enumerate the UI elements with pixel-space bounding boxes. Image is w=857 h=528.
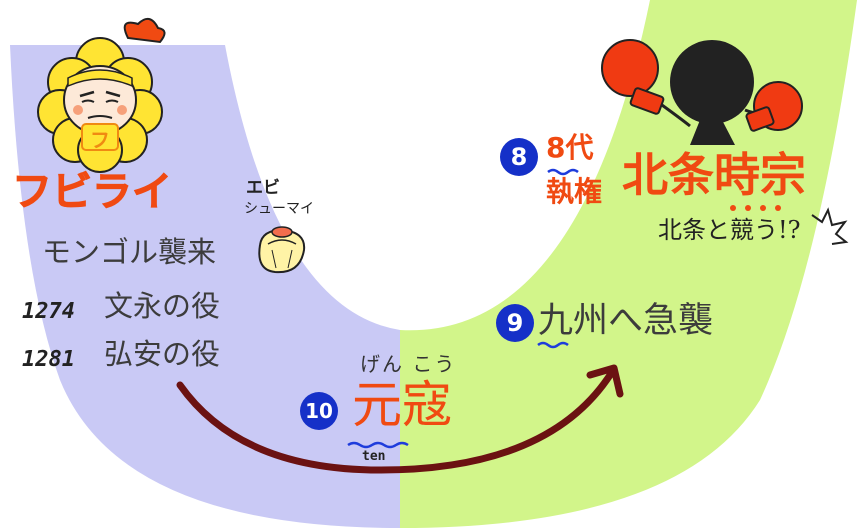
emphasis-dots (730, 205, 781, 211)
regent-title-line1: 8代 (546, 131, 594, 164)
event-year-1274: 1274 (22, 299, 75, 324)
hojo-tokimune-name: 北条時宗 (622, 148, 806, 202)
kublai-character-illustration (37, 17, 166, 173)
wavy-underline-8 (547, 168, 579, 176)
genko-ruby: げん こう (360, 352, 457, 376)
wavy-underline-10 (347, 441, 409, 449)
right-band (400, 0, 857, 528)
boxing-glove-left-icon (601, 39, 665, 115)
regent-title-line2: 執権 (546, 175, 603, 208)
number-badge-9: 9 (496, 304, 534, 342)
snack-label-line2: シューマイ (244, 201, 314, 217)
curved-arrow (176, 368, 616, 474)
shumai-illustration (258, 226, 306, 274)
event-year-1281: 1281 (22, 347, 75, 372)
genko-term: 元寇 (352, 376, 452, 434)
number-badge-10: 10 (300, 392, 338, 430)
wavy-underline-9 (537, 341, 569, 349)
arrow-head (586, 364, 624, 398)
character-badge: フ (90, 128, 110, 152)
event-name-koan: 弘安の役 (104, 337, 221, 371)
pun-text: 北条と競う!? (658, 216, 801, 244)
event-name-bunei: 文永の役 (104, 289, 221, 323)
kyushu-attack-text: 九州へ急襲 (538, 301, 714, 341)
boxing-silhouette-illustration (654, 40, 771, 145)
character-name: フビライ (12, 169, 173, 215)
mnemonic-ten: ten (362, 449, 386, 464)
snack-label-line1: エビ (246, 178, 280, 198)
number-badge-8: 8 (500, 138, 538, 176)
boxing-glove-right-icon (745, 81, 803, 132)
invasion-title: モンゴル襲来 (42, 235, 217, 269)
exclamation-burst-icon (811, 207, 849, 245)
